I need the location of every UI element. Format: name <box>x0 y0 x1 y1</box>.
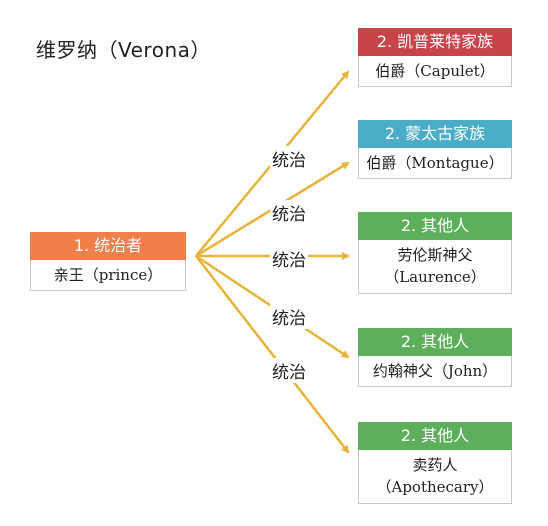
capulet-node: 2. 凯普莱特家族 伯爵（Capulet） <box>358 28 512 87</box>
john-body: 约翰神父（John） <box>358 356 512 387</box>
ruler-header: 1. 统治者 <box>30 232 186 260</box>
edge-label-1: 统治 <box>270 146 308 171</box>
montague-node: 2. 蒙太古家族 伯爵（Montague） <box>358 120 512 179</box>
arrow-to-apothecary <box>195 255 350 454</box>
edge-label-2: 统治 <box>270 200 308 225</box>
laurence-node: 2. 其他人 劳伦斯神父（Laurence） <box>358 212 512 294</box>
page-title: 维罗纳（Verona） <box>36 38 211 62</box>
apothecary-node: 2. 其他人 卖药人（Apothecary） <box>358 422 512 504</box>
montague-body: 伯爵（Montague） <box>358 148 512 179</box>
montague-header: 2. 蒙太古家族 <box>358 120 512 148</box>
edge-label-4: 统治 <box>270 304 308 329</box>
edge-label-5: 统治 <box>270 358 308 383</box>
apothecary-header: 2. 其他人 <box>358 422 512 450</box>
john-node: 2. 其他人 约翰神父（John） <box>358 328 512 387</box>
capulet-body: 伯爵（Capulet） <box>358 56 512 87</box>
apothecary-body: 卖药人（Apothecary） <box>358 450 512 504</box>
edge-label-3: 统治 <box>270 246 308 271</box>
laurence-body: 劳伦斯神父（Laurence） <box>358 240 512 294</box>
laurence-header: 2. 其他人 <box>358 212 512 240</box>
capulet-header: 2. 凯普莱特家族 <box>358 28 512 56</box>
ruler-body: 亲王（prince） <box>30 260 186 291</box>
ruler-node: 1. 统治者 亲王（prince） <box>30 232 186 291</box>
john-header: 2. 其他人 <box>358 328 512 356</box>
